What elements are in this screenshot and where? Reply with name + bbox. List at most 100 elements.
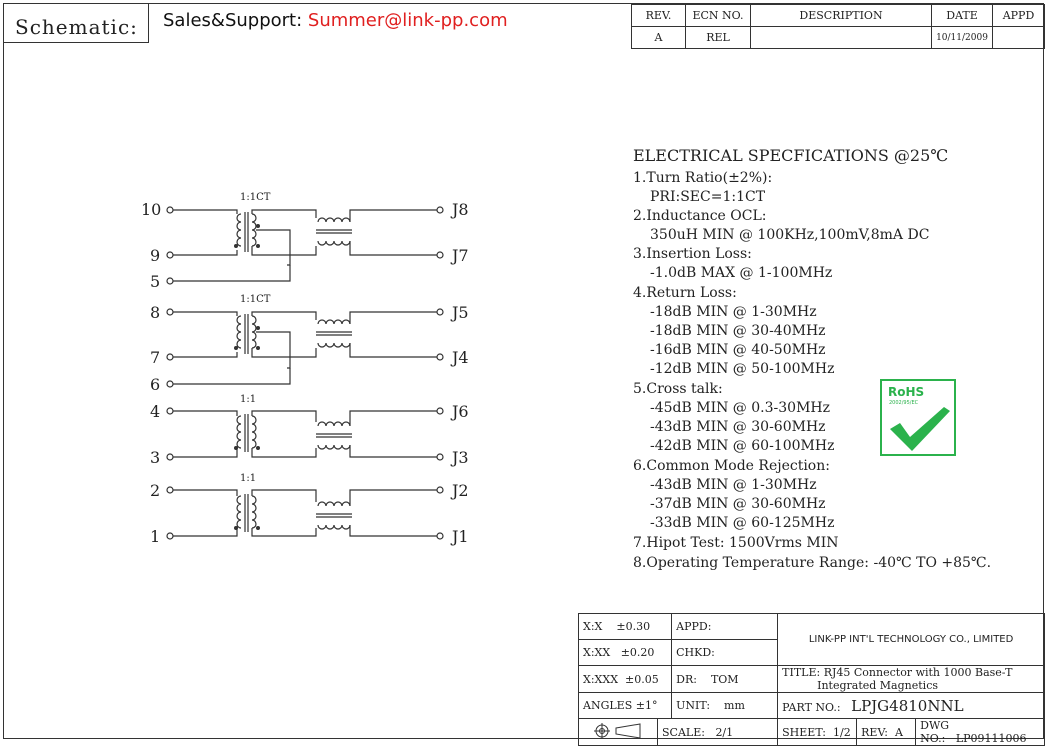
spec-line: 4.Return Loss: [633,285,737,301]
description-cell [750,26,932,49]
rohs-date: 2002/95/EC [889,400,919,406]
rohs-badge: RoHS 2002/95/EC [880,379,956,456]
ecn-header: ECN NO. [685,4,751,27]
rev-cell: REV: A [856,718,917,746]
spec-line: 8.Operating Temperature Range: -40℃ TO +… [633,555,992,571]
pin-9-terminal [166,251,174,259]
sales-support: Sales&Support: Summer@link-pp.com [163,10,508,31]
spec-line: 3.Insertion Loss: [633,246,752,262]
pin-7-terminal [166,353,174,361]
pin-6-label: 6 [150,375,161,394]
rev-cell: A [631,26,686,49]
spec-line: -1.0dB MAX @ 1-100MHz [650,265,833,281]
spec-line: 5.Cross talk: [633,381,723,397]
projection-symbol-cell [578,718,658,746]
schematic-label: Schematic: [15,15,138,39]
date-cell: 10/11/2009 [931,26,993,49]
pin-2-terminal [166,486,174,494]
pin-j3-label: J3 [452,448,469,467]
appd-header: APPD [992,4,1045,27]
pin-8-label: 8 [150,303,161,322]
scale-cell: SCALE: 2/1 [656,718,779,746]
pin-5-terminal [166,277,174,285]
title-block: X:X ±0.30 APPD: LINK-PP INT'L TECHNOLOGY… [577,613,1045,746]
pin-3-terminal [166,453,174,461]
part-number-cell: PART NO.: LPJG4810NNL [777,692,1045,719]
spec-line: 6.Common Mode Rejection: [633,458,830,474]
pin-j6-terminal [436,407,444,415]
revision-header-row: REV. ECN NO. DESCRIPTION DATE APPD [631,4,1045,27]
pin-4-label: 4 [150,402,161,421]
pin-j8-terminal [436,206,444,214]
pin-10-terminal [166,206,174,214]
spec-line: 7.Hipot Test: 1500Vrms MIN [633,535,839,551]
tolerance-xxx-cell: X:XXX ±0.05 [577,665,673,693]
rev-header: REV. [631,4,686,27]
pin-j7-label: J7 [452,246,469,265]
appd-cell: APPD: [671,613,779,640]
pin-j4-label: J4 [452,348,469,367]
revision-table: REV. ECN NO. DESCRIPTION DATE APPD A REL… [631,4,1045,49]
spec-line: -43dB MIN @ 1-30MHz [650,477,817,493]
tolerance-xx-cell: X:XX ±0.20 [577,639,673,666]
pin-2-label: 2 [150,481,161,500]
spec-line: -33dB MIN @ 60-125MHz [650,515,835,531]
spec-line: PRI:SEC=1:1CT [650,189,766,205]
pin-j5-label: J5 [452,303,469,322]
sheet-cell: SHEET: 1/2 [777,718,858,746]
unit-cell: UNIT: mm [671,692,779,719]
ecn-cell: REL [685,26,751,49]
spec-line: 350uH MIN @ 100KHz,100mV,8mA DC [650,227,930,243]
pin-j8-label: J8 [452,200,469,219]
drawing-frame [3,3,1044,739]
pin-6-terminal [166,380,174,388]
schematic-diagram [166,206,444,540]
spec-line: -37dB MIN @ 30-60MHz [650,496,826,512]
appd-cell [992,26,1045,49]
pin-j5-terminal [436,308,444,316]
pin-1-terminal [166,532,174,540]
dwg-number-cell: DWG NO.: LP09111006 [915,718,1045,746]
pin-7-label: 7 [150,348,161,367]
pin-10-label: 10 [141,200,162,219]
sales-email[interactable]: Summer@link-pp.com [307,10,508,31]
spec-line: -45dB MIN @ 0.3-30MHz [650,400,830,416]
rohs-label: RoHS [888,385,925,399]
spec-line: -18dB MIN @ 30-40MHz [650,323,826,339]
spec-line: -18dB MIN @ 1-30MHz [650,304,817,320]
title-cell: TITLE: RJ45 Connector with 1000 Base-T I… [777,665,1045,693]
sales-label: Sales&Support: [163,10,308,31]
schematic-label-box: Schematic: [3,3,149,43]
ratio-label-3: 1:1 [240,394,257,405]
chkd-cell: CHKD: [671,639,779,666]
description-header: DESCRIPTION [750,4,932,27]
pin-3-label: 3 [150,448,161,467]
pin-j1-label: J1 [452,527,469,546]
check-mark-icon [890,407,950,451]
pin-j3-terminal [436,453,444,461]
date-header: DATE [931,4,993,27]
pin-j1-terminal [436,532,444,540]
drawn-by-cell: DR: TOM [671,665,779,693]
spec-line: -12dB MIN @ 50-100MHz [650,361,835,377]
pin-j7-terminal [436,251,444,259]
angles-cell: ANGLES ±1° [577,692,673,719]
company-name: LINK-PP INT'L TECHNOLOGY CO., LIMITED [777,613,1045,666]
pin-j2-terminal [436,486,444,494]
specs-title: ELECTRICAL SPECFICATIONS @25℃ [633,146,949,165]
pin-4-terminal [166,407,174,415]
pin-j4-terminal [436,353,444,361]
ratio-label-2: 1:1CT [240,294,271,305]
pin-9-label: 9 [150,246,161,265]
pin-j6-label: J6 [452,402,469,421]
pin-8-terminal [166,308,174,316]
spec-line: -42dB MIN @ 60-100MHz [650,438,835,454]
pin-j2-label: J2 [452,481,469,500]
ratio-label-4: 1:1 [240,473,257,484]
spec-line: 2.Inductance OCL: [633,208,767,224]
spec-line: 1.Turn Ratio(±2%): [633,170,773,186]
spec-line: -43dB MIN @ 30-60MHz [650,419,826,435]
ratio-label-1: 1:1CT [240,192,271,203]
spec-line: -16dB MIN @ 40-50MHz [650,342,826,358]
pin-1-label: 1 [150,527,161,546]
